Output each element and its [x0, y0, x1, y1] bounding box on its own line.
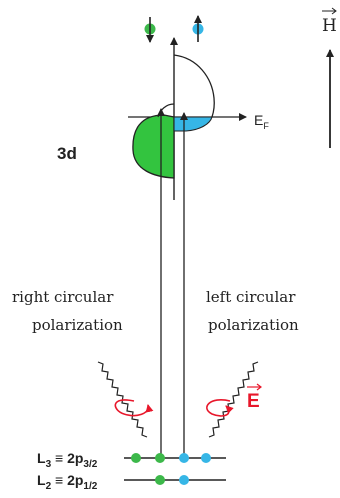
spin-up-indicator [192, 15, 204, 42]
fermi-level-label: EF [254, 112, 269, 131]
e-vector-head [256, 383, 262, 391]
l2-electron-blue [179, 475, 189, 485]
spin-down-band-filled [132, 114, 175, 179]
l2-electron-green [155, 475, 165, 485]
left-photon-wave [208, 361, 259, 438]
h-vector-head [331, 7, 337, 15]
l3-electron-green-1 [131, 453, 141, 463]
right-circular-arrow [114, 399, 154, 417]
circular-arrow-icon [206, 399, 234, 417]
l2-label: L2 ≡ 2p1/2 [37, 472, 98, 492]
left-polarization-line1: left circular [206, 288, 296, 306]
magnetic-field-label: H [322, 16, 337, 36]
circular-arrow-icon [114, 399, 154, 417]
spin-up-band-filled [173, 116, 213, 132]
electric-field: E [247, 383, 262, 412]
l2-level: L2 ≡ 2p1/2 [37, 472, 226, 492]
l3-electron-green-2 [155, 453, 165, 463]
l3-level: L3 ≡ 2p3/2 [37, 450, 226, 470]
magnetic-field: H [322, 7, 337, 148]
left-polarization-line2: polarization [208, 316, 299, 334]
d-band-label: 3d [57, 144, 77, 163]
l3-label: L3 ≡ 2p3/2 [37, 450, 98, 470]
right-polarization-line1: right circular [12, 288, 114, 306]
l3-electron-blue-2 [201, 453, 211, 463]
electric-field-label: E [247, 391, 260, 412]
spin-down-indicator [144, 17, 156, 43]
density-of-states: EF 3d [57, 37, 269, 200]
left-circular-arrow [206, 399, 234, 417]
spin-up-band-empty [173, 54, 215, 118]
l3-electron-blue-1 [179, 453, 189, 463]
right-polarization-line2: polarization [32, 316, 123, 334]
